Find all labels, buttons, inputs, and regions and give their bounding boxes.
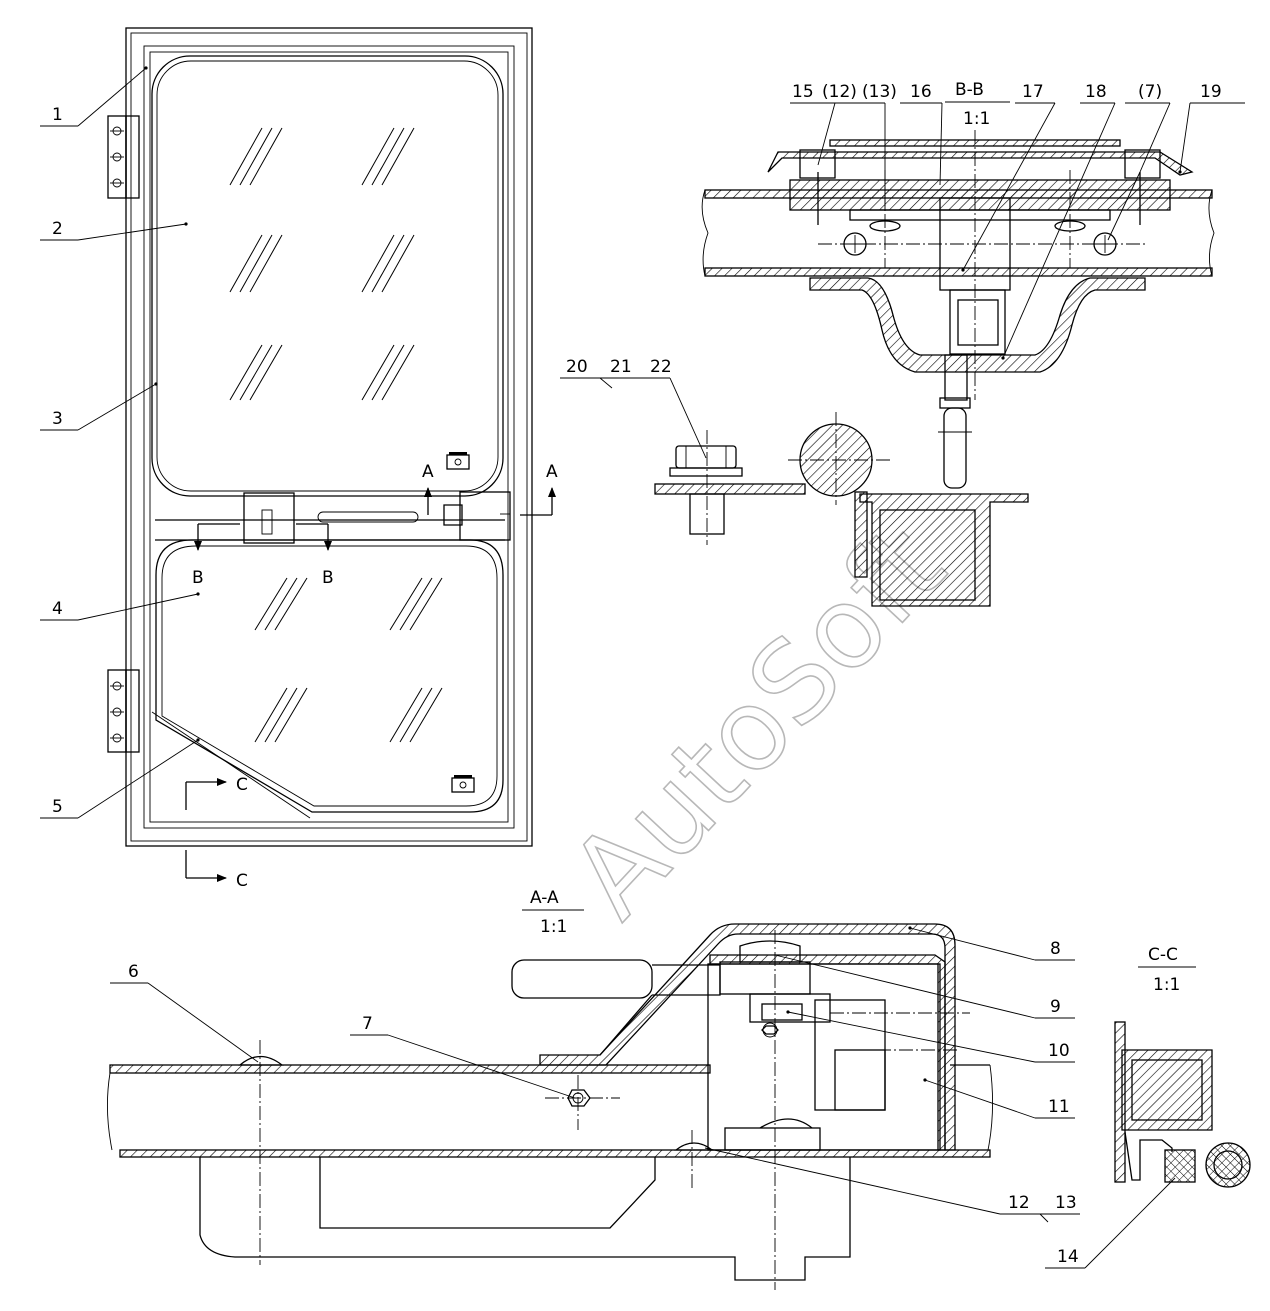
latch-slot bbox=[261, 509, 273, 535]
section-cc: C-C 1:1 14 bbox=[1045, 945, 1251, 1269]
callout-20: 20 bbox=[566, 357, 588, 377]
door-front-view: A A B B C C 1 2 bbox=[40, 27, 558, 891]
front-view-leaders bbox=[40, 66, 200, 819]
callout-22: 22 bbox=[650, 357, 672, 377]
callout-9: 9 bbox=[1050, 997, 1061, 1017]
callout-6: 6 bbox=[128, 962, 139, 982]
lower-corner-panel-edge bbox=[151, 711, 311, 819]
cut-c-lower-label: C bbox=[236, 871, 248, 891]
door-frame-inner bbox=[143, 45, 515, 829]
upper-glass-reflections bbox=[229, 127, 415, 401]
cut-line-b: B B bbox=[192, 523, 334, 588]
callout-17: 17 bbox=[1022, 82, 1044, 102]
middle-rail bbox=[155, 491, 511, 544]
callout-3: 3 bbox=[52, 409, 63, 429]
callout-7: 7 bbox=[362, 1014, 373, 1034]
callout-13: 13 bbox=[1055, 1193, 1077, 1213]
section-aa-scale: 1:1 bbox=[540, 917, 567, 937]
latch-catch bbox=[459, 491, 511, 541]
upper-glass-seal bbox=[156, 60, 499, 492]
lower-lock-icon bbox=[451, 775, 475, 793]
callout-10: 10 bbox=[1048, 1041, 1070, 1061]
section-cc-scale: 1:1 bbox=[1153, 975, 1180, 995]
callout-12: 12 bbox=[1008, 1193, 1030, 1213]
section-cc-name: C-C bbox=[1148, 945, 1178, 965]
callout-11: 11 bbox=[1048, 1097, 1070, 1117]
callout-13b: (13) bbox=[862, 82, 897, 102]
cut-b-right-label: B bbox=[322, 568, 334, 588]
callout-14: 14 bbox=[1057, 1247, 1079, 1267]
section-bb-scale: 1:1 bbox=[963, 109, 990, 129]
callout-16: 16 bbox=[910, 82, 932, 102]
callout-8: 8 bbox=[1050, 939, 1061, 959]
sliding-latch-block bbox=[243, 492, 295, 544]
callout-2: 2 bbox=[52, 219, 63, 239]
callout-18: 18 bbox=[1085, 82, 1107, 102]
detail-hinge-pin: 20 21 22 bbox=[560, 357, 1029, 607]
latch-guide-slot bbox=[317, 511, 419, 523]
door-frame-outer-inner bbox=[130, 32, 528, 842]
section-aa-leaders bbox=[110, 926, 1080, 1223]
latch-hook bbox=[443, 504, 463, 526]
callout-5: 5 bbox=[52, 797, 63, 817]
cut-line-a: A A bbox=[422, 462, 558, 516]
callout-15: 15 bbox=[792, 82, 814, 102]
section-bb-leaders bbox=[790, 102, 1245, 360]
door-frame-outer bbox=[125, 27, 533, 847]
cut-a-left-label: A bbox=[422, 462, 434, 482]
lower-glass-reflections bbox=[254, 577, 443, 743]
section-bb: B-B 1:1 bbox=[701, 80, 1245, 489]
upper-glass-pane bbox=[151, 55, 504, 497]
upper-hinge-icon bbox=[107, 115, 140, 199]
section-aa: A-A 1:1 bbox=[106, 888, 1080, 1290]
cut-b-left-label: B bbox=[192, 568, 204, 588]
lower-glass-seal bbox=[161, 545, 498, 807]
door-frame-inner-2 bbox=[149, 51, 509, 823]
cut-c-upper-label: C bbox=[236, 775, 248, 795]
callout-1: 1 bbox=[52, 105, 63, 125]
section-bb-name: B-B bbox=[955, 80, 984, 100]
callout-4: 4 bbox=[52, 599, 63, 619]
lower-hinge-icon bbox=[107, 669, 140, 753]
cut-a-right-label: A bbox=[546, 462, 558, 482]
lower-glass-pane bbox=[155, 539, 504, 813]
cut-line-c: C C bbox=[185, 775, 248, 891]
callout-7b: (7) bbox=[1138, 82, 1162, 102]
upper-lock-icon bbox=[446, 452, 470, 470]
callout-12b: (12) bbox=[822, 82, 857, 102]
callout-21: 21 bbox=[610, 357, 632, 377]
callout-19: 19 bbox=[1200, 82, 1222, 102]
section-aa-name: A-A bbox=[530, 888, 559, 908]
